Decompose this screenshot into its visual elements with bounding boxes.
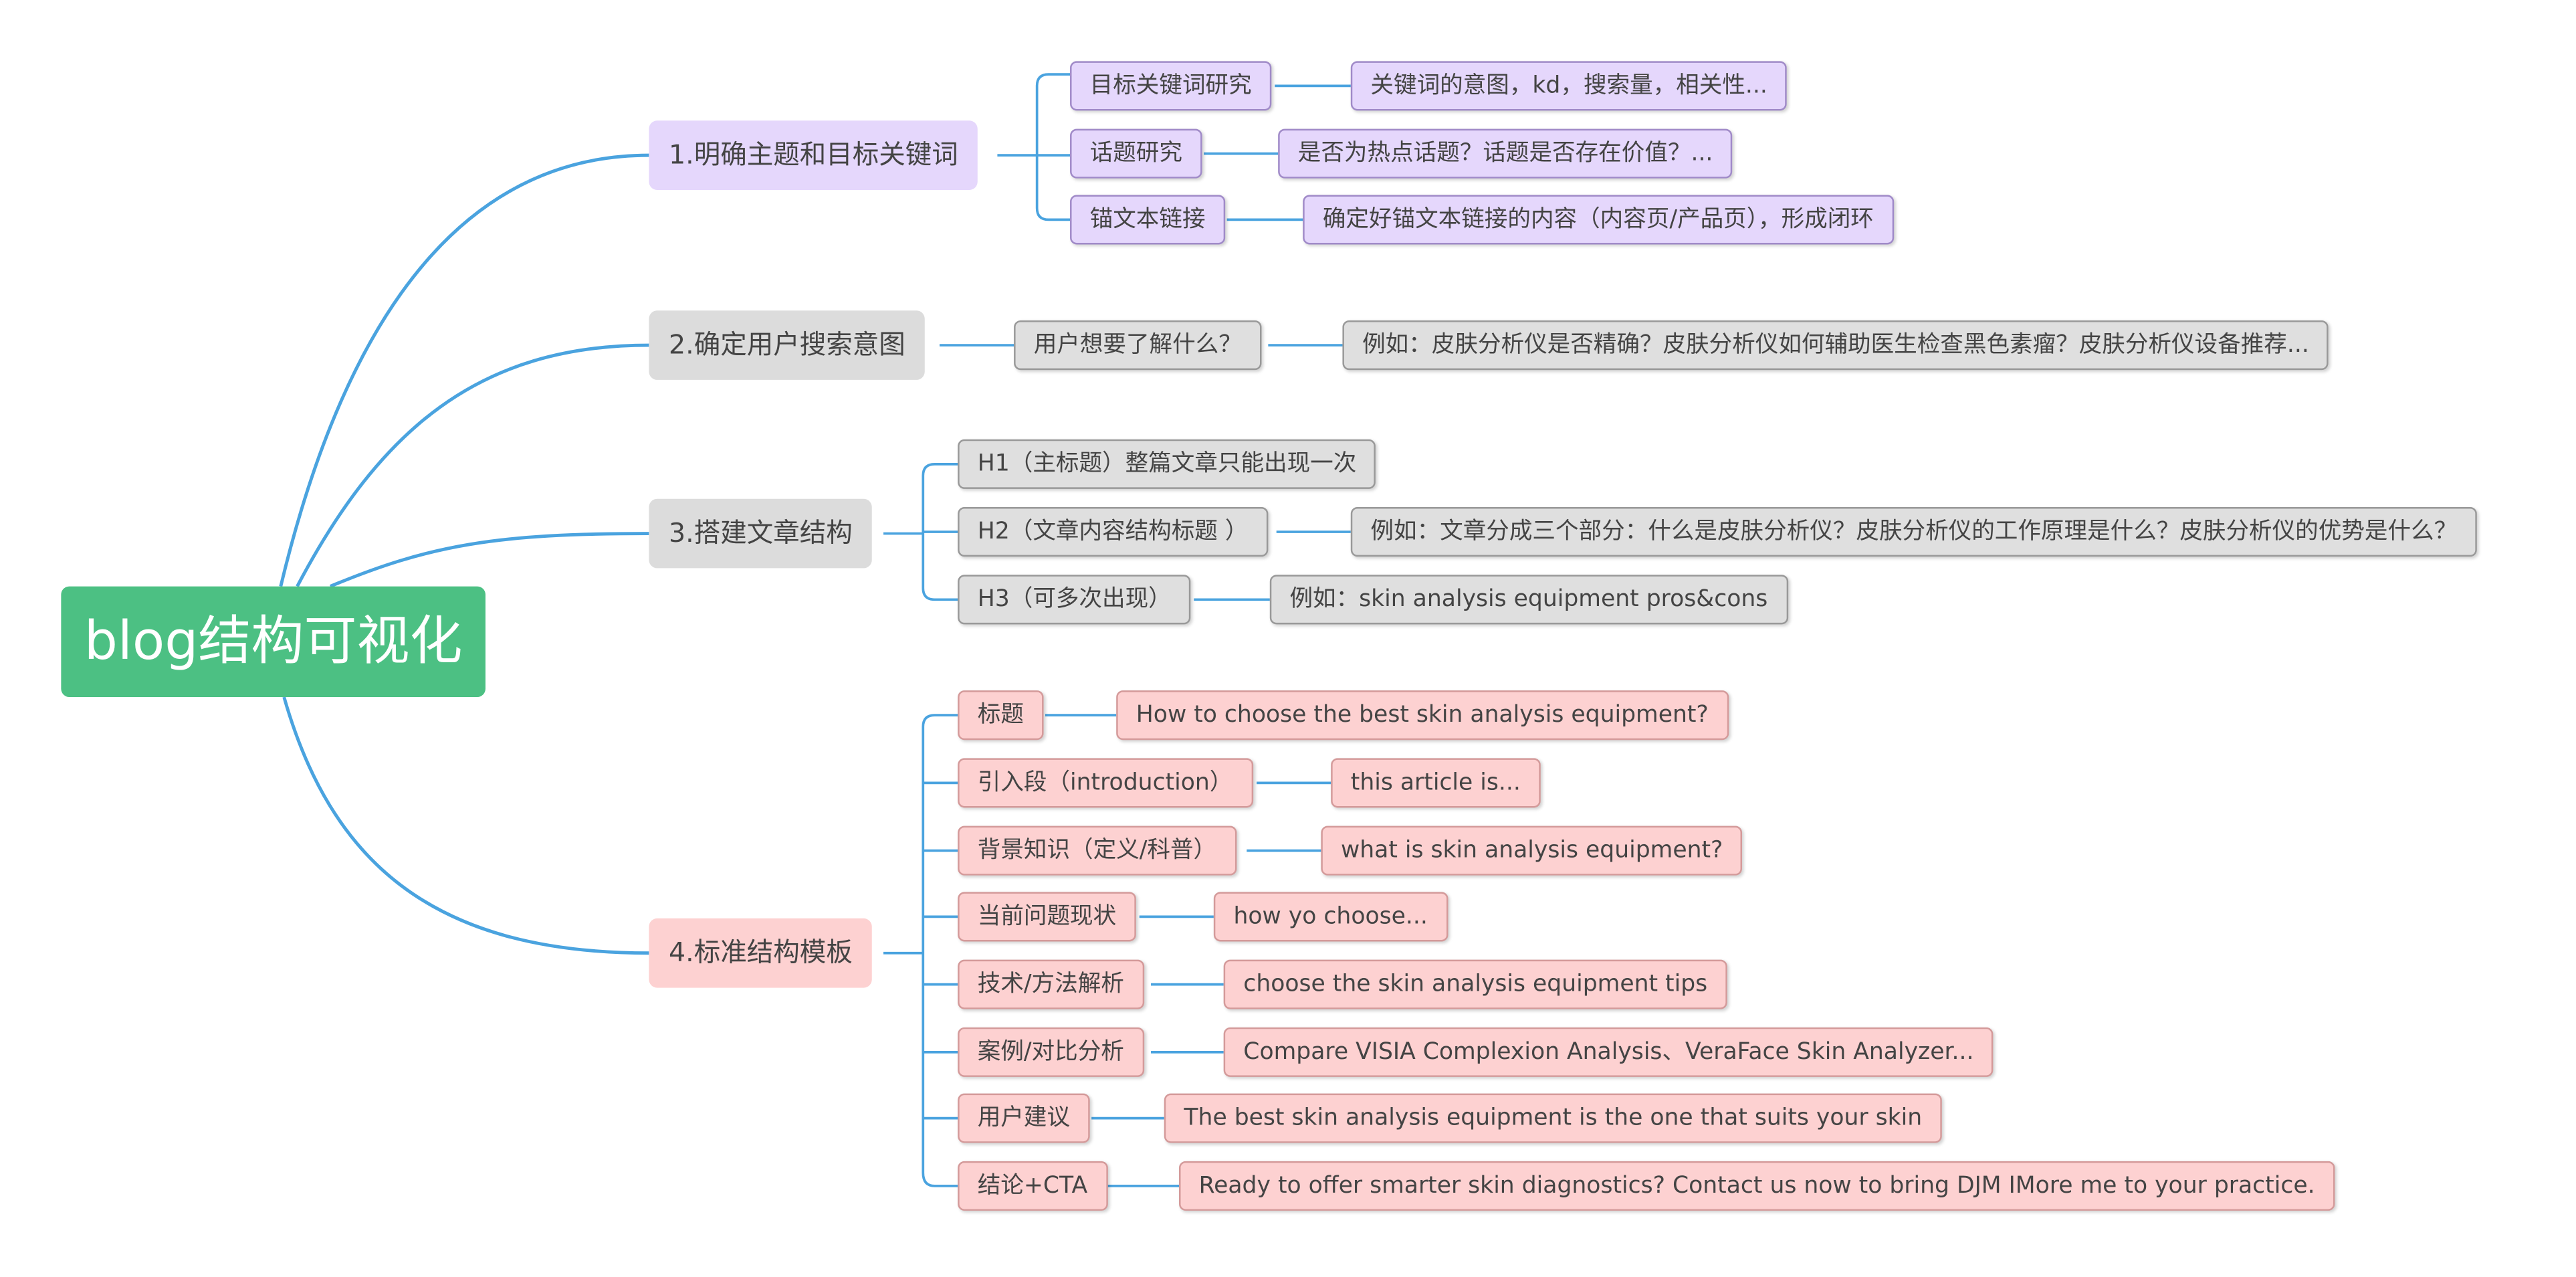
connector-b3-children <box>883 462 958 601</box>
branch-1-topic[interactable]: 1.明确主题和目标关键词 <box>649 120 978 190</box>
branch-4-child-7[interactable]: 用户建议 <box>958 1093 1090 1143</box>
branch-3-detail-2[interactable]: 例如：文章分成三个部分：什么是皮肤分析仪？皮肤分析仪的工作原理是什么？皮肤分析仪… <box>1350 507 2477 557</box>
connector-root-branch-1 <box>279 153 649 587</box>
branch-4-detail-5[interactable]: choose the skin analysis equipment tips <box>1223 959 1727 1009</box>
branch-2-detail-1[interactable]: 例如：皮肤分析仪是否精确？皮肤分析仪如何辅助医生检查黑色素瘤？皮肤分析仪设备推荐… <box>1342 320 2329 371</box>
branch-1-child-3[interactable]: 锚文本链接 <box>1070 195 1226 245</box>
branch-4-detail-7[interactable]: The best skin analysis equipment is the … <box>1164 1093 1942 1143</box>
branch-3-child-1[interactable]: H1（主标题）整篇文章只能出现一次 <box>958 439 1376 489</box>
branch-4-child-5[interactable]: 技术/方法解析 <box>958 959 1144 1009</box>
connector-root-branch-4 <box>282 696 649 955</box>
branch-3-child-2[interactable]: H2（文章内容结构标题 ） <box>958 507 1269 557</box>
branch-4-detail-2[interactable]: this article is... <box>1331 758 1541 808</box>
connector-b1-children <box>997 73 1071 221</box>
branch-4-detail-1[interactable]: How to choose the best skin analysis equ… <box>1116 690 1729 741</box>
connector-root-branch-2 <box>296 343 649 587</box>
branch-1-child-1[interactable]: 目标关键词研究 <box>1070 61 1272 111</box>
branch-3-child-3[interactable]: H3（可多次出现） <box>958 575 1192 625</box>
branch-4-topic[interactable]: 4.标准结构模板 <box>649 918 873 988</box>
branch-4-child-2[interactable]: 引入段（introduction） <box>958 758 1253 808</box>
branch-4-detail-8[interactable]: Ready to offer smarter skin diagnostics?… <box>1179 1161 2335 1211</box>
root-topic[interactable]: blog结构可视化 <box>61 586 486 698</box>
connector-b1-details <box>1204 84 1351 221</box>
connector-b4-children <box>883 714 958 1187</box>
branch-1-detail-1[interactable]: 关键词的意图，kd，搜索量，相关性... <box>1350 61 1788 111</box>
branch-1-detail-3[interactable]: 确定好锚文本链接的内容（内容页/产品页），形成闭环 <box>1303 195 1894 245</box>
branch-1-detail-2[interactable]: 是否为热点话题？话题是否存在价值？... <box>1278 128 1733 179</box>
branch-1-child-2[interactable]: 话题研究 <box>1070 128 1202 179</box>
connector-b4-details <box>1045 714 1331 1187</box>
branch-3-topic[interactable]: 3.搭建文章结构 <box>649 498 873 569</box>
branch-2-topic[interactable]: 2.确定用户搜索意图 <box>649 310 926 380</box>
connector-b3-details <box>1194 530 1351 601</box>
branch-4-child-8[interactable]: 结论+CTA <box>958 1161 1107 1211</box>
branch-4-detail-4[interactable]: how yo choose... <box>1213 892 1448 942</box>
branch-4-child-4[interactable]: 当前问题现状 <box>958 892 1136 942</box>
branch-2-child-1[interactable]: 用户想要了解什么？ <box>1014 320 1262 371</box>
branch-4-child-1[interactable]: 标题 <box>958 690 1044 741</box>
branch-4-detail-6[interactable]: Compare VISIA Complexion Analysis、VeraFa… <box>1223 1027 1994 1077</box>
branch-4-detail-3[interactable]: what is skin analysis equipment? <box>1321 825 1743 876</box>
branch-3-detail-3[interactable]: 例如：skin analysis equipment pros&cons <box>1269 575 1788 625</box>
connector-root-branch-3 <box>329 532 649 588</box>
branch-4-child-3[interactable]: 背景知识（定义/科普） <box>958 825 1237 876</box>
branch-4-child-6[interactable]: 案例/对比分析 <box>958 1027 1144 1077</box>
